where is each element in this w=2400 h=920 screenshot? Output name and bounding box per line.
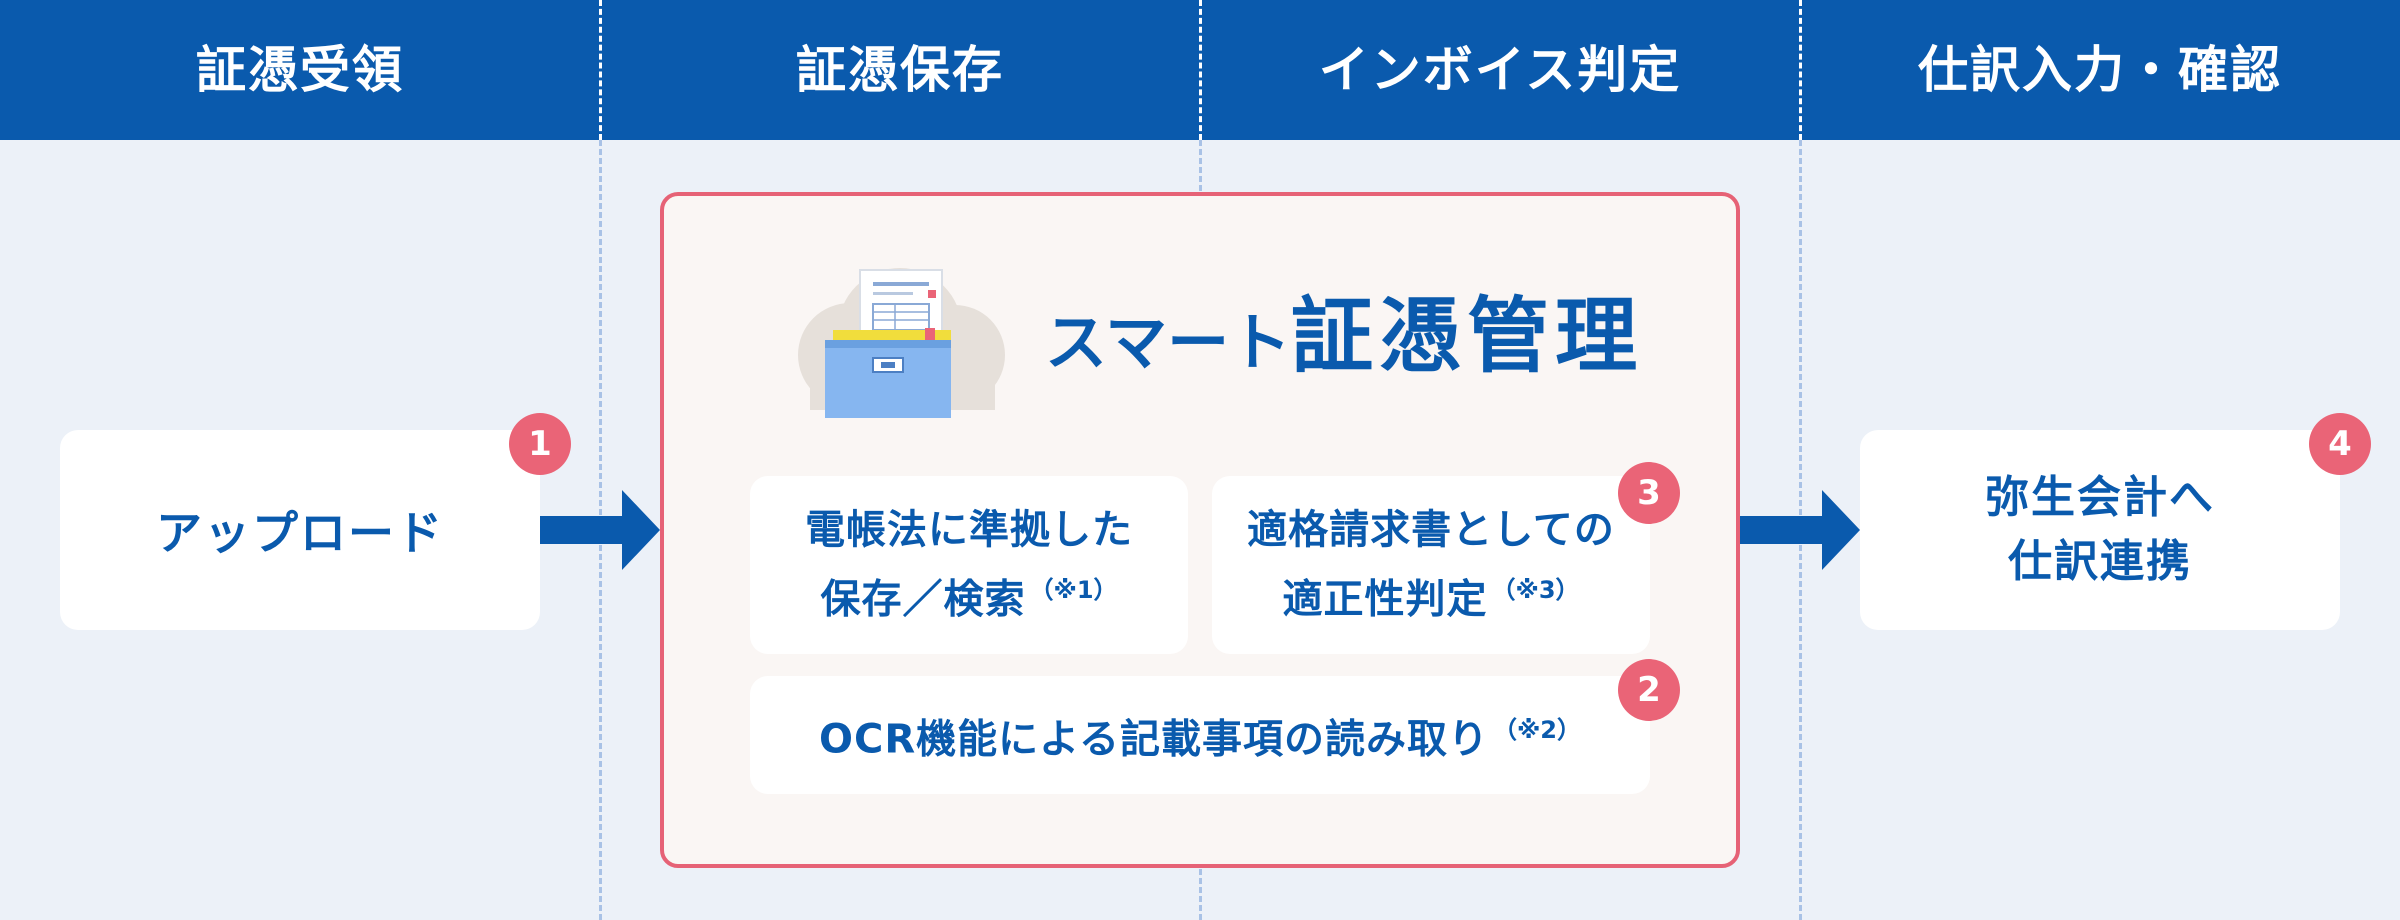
column-divider-1 xyxy=(599,0,602,140)
column-title-invoice: インボイス判定 xyxy=(1318,41,1682,99)
column-divider-2 xyxy=(1199,0,1202,140)
step-badge-4: 4 xyxy=(2309,413,2371,475)
feature-ocr-line1: OCR機能による記載事項の読み取り xyxy=(819,716,1489,763)
arrow-right-icon xyxy=(540,490,660,570)
yayoi-accounting-card: 弥生会計へ 仕訳連携 xyxy=(1860,430,2340,630)
smart-title: スマート証憑管理 xyxy=(1045,282,1643,392)
smart-title-prefix: スマート xyxy=(1045,306,1292,379)
feature-invoice-line2: 適正性判定 xyxy=(1282,576,1488,623)
feature-invoice-note: （※3） xyxy=(1491,576,1580,605)
file-cabinet-cloud-icon xyxy=(798,268,1005,418)
column-title-storage: 証憑保存 xyxy=(796,41,1004,99)
upload-card: アップロード xyxy=(60,430,540,630)
step-badge-2: 2 xyxy=(1618,659,1680,721)
yayoi-line1: 弥生会計へ xyxy=(1985,472,2215,523)
feature-storage-line2: 保存／検索 xyxy=(820,576,1026,623)
feature-storage-card: 電帳法に準拠した 保存／検索（※1） xyxy=(750,476,1188,654)
column-title-journal: 仕訳入力・確認 xyxy=(1918,41,2282,99)
step-badge-1: 1 xyxy=(509,413,571,475)
yayoi-line2: 仕訳連携 xyxy=(2008,536,2192,587)
upload-label: アップロード xyxy=(156,506,444,560)
arrow-right-icon xyxy=(1740,490,1860,570)
smart-title-main: 証憑管理 xyxy=(1291,289,1644,384)
step-badge-3: 3 xyxy=(1618,462,1680,524)
column-title-receipt: 証憑受領 xyxy=(196,41,404,99)
feature-storage-line1: 電帳法に準拠した xyxy=(805,507,1133,554)
feature-ocr-note: （※2） xyxy=(1492,716,1581,745)
feature-storage-note: （※1） xyxy=(1029,576,1118,605)
feature-ocr-card: OCR機能による記載事項の読み取り（※2） xyxy=(750,676,1650,794)
column-divider-3 xyxy=(1799,0,1802,140)
feature-invoice-line1: 適格請求書としての xyxy=(1247,507,1615,554)
feature-invoice-card: 適格請求書としての 適正性判定（※3） xyxy=(1212,476,1650,654)
